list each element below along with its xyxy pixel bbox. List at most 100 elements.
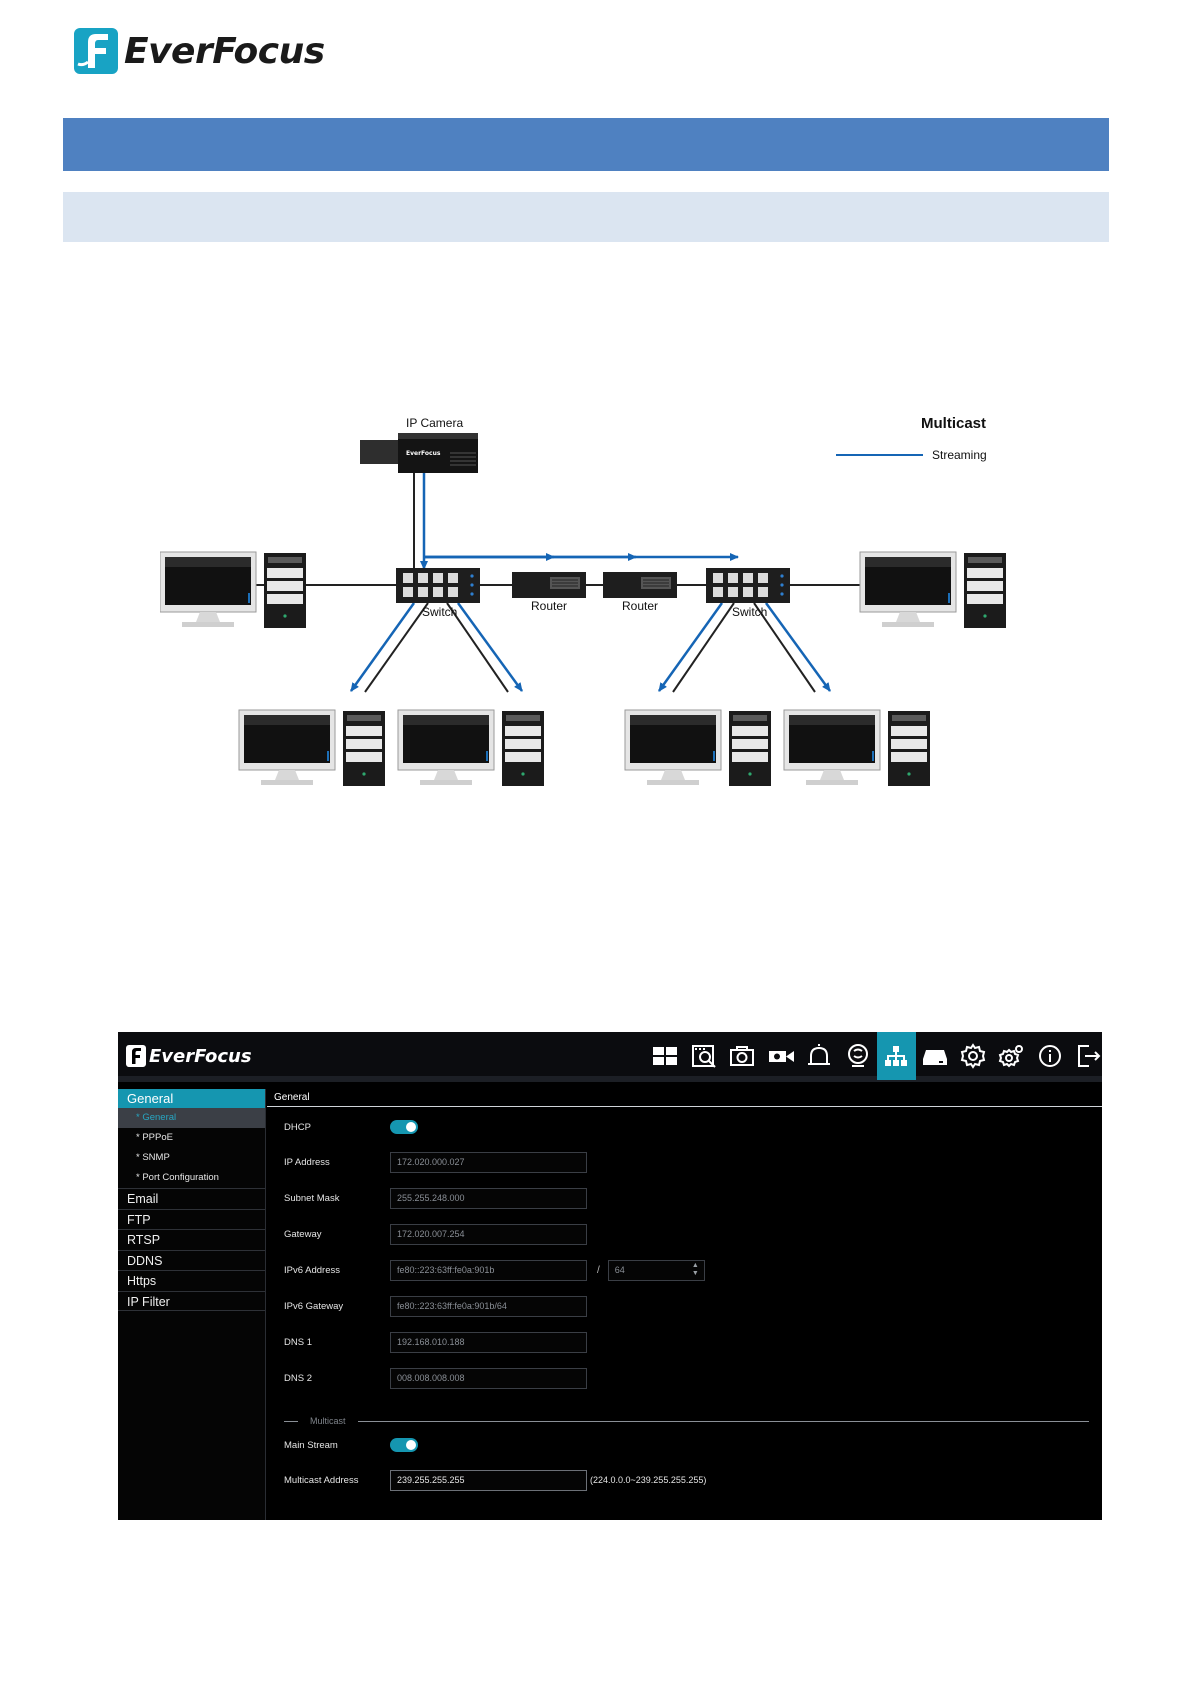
router-left-icon	[512, 572, 586, 598]
ipv6-prefix-stepper[interactable]: 64 ▲▼	[607, 1259, 705, 1281]
router-right-icon	[603, 572, 677, 598]
computer-icon	[397, 709, 545, 787]
computer-icon	[783, 709, 931, 787]
sidebar-item-ip-filter[interactable]: IP Filter	[118, 1290, 265, 1311]
record-icon	[768, 1051, 794, 1062]
alarm-button[interactable]	[800, 1032, 839, 1080]
smart-analytics-button[interactable]	[839, 1032, 878, 1080]
sidebar-sub-snmp[interactable]: * SNMP	[136, 1152, 170, 1163]
switch-right-icon	[706, 568, 790, 603]
multicast-address-label: Multicast Address	[284, 1474, 359, 1486]
computer-icon	[238, 709, 386, 787]
switch-left-icon	[396, 568, 480, 603]
switch-right-label: Switch	[732, 605, 767, 619]
storage-icon	[922, 1050, 947, 1065]
gateway-field[interactable]: 172.020.007.254	[390, 1223, 587, 1245]
nvr-logo: EverFocus	[126, 1045, 252, 1067]
network-button[interactable]	[877, 1032, 916, 1080]
subnet-mask-field[interactable]: 255.255.248.000	[390, 1187, 587, 1209]
router-left-label: Router	[531, 599, 567, 613]
section-title-band	[63, 118, 1109, 171]
content-title: General	[267, 1089, 1102, 1107]
multicast-section-title: Multicast	[310, 1416, 346, 1426]
stepper-arrows-icon[interactable]: ▲▼	[691, 1261, 699, 1277]
nvr-logo-text: EverFocus	[149, 1045, 252, 1067]
dhcp-toggle[interactable]	[390, 1120, 418, 1134]
sidebar-item-general[interactable]: General	[118, 1089, 265, 1108]
computer-icon	[859, 551, 1007, 629]
ipv6-gateway-field[interactable]: fe80::223:63ff:fe0a:901b/64	[390, 1295, 587, 1317]
info-button[interactable]	[1031, 1032, 1070, 1080]
dns2-field[interactable]: 008.008.008.008	[390, 1367, 587, 1389]
settings-icon	[961, 1043, 986, 1069]
multicast-section-divider: Multicast	[284, 1414, 1089, 1428]
multicast-network-diagram: Multicast Streaming IP Camera EverFocus	[160, 415, 1007, 787]
live-view-grid-icon	[653, 1047, 678, 1065]
gateway-label: Gateway	[284, 1228, 322, 1240]
camera-icon	[730, 1046, 755, 1066]
main-stream-label: Main Stream	[284, 1439, 338, 1451]
dns2-label: DNS 2	[284, 1372, 312, 1384]
dns1-row: DNS 1 192.168.010.188	[284, 1331, 587, 1353]
everfocus-logo-icon	[74, 28, 118, 74]
ipv6-address-field[interactable]: fe80::223:63ff:fe0a:901b	[390, 1259, 587, 1281]
ipv6-gateway-row: IPv6 Gateway fe80::223:63ff:fe0a:901b/64	[284, 1295, 587, 1317]
multicast-address-row: Multicast Address 239.255.255.255 (224.0…	[284, 1469, 706, 1491]
logout-icon	[1077, 1045, 1101, 1067]
sidebar-item-email[interactable]: Email	[118, 1188, 265, 1209]
general-settings-panel: General DHCP IP Address 172.020.000.027 …	[267, 1089, 1102, 1520]
advanced-settings-icon	[998, 1045, 1023, 1068]
switch-left-label: Switch	[422, 605, 457, 619]
ipv6-prefix-field[interactable]: 64	[607, 1259, 705, 1281]
main-stream-toggle[interactable]	[390, 1438, 418, 1452]
computer-icon	[624, 709, 772, 787]
settings-button[interactable]	[954, 1032, 993, 1080]
dns1-label: DNS 1	[284, 1336, 312, 1348]
record-button[interactable]	[762, 1032, 801, 1080]
logo-text: EverFocus	[124, 30, 325, 72]
multicast-address-range-hint: (224.0.0.0~239.255.255.255)	[590, 1475, 707, 1485]
subnet-mask-row: Subnet Mask 255.255.248.000	[284, 1187, 587, 1209]
dhcp-row: DHCP	[284, 1116, 418, 1138]
subnet-mask-label: Subnet Mask	[284, 1192, 340, 1204]
nvr-toolbar	[646, 1032, 1102, 1082]
camera-button[interactable]	[723, 1032, 762, 1080]
ipv6-prefix-separator: /	[597, 1264, 600, 1276]
ipv6-address-row: IPv6 Address fe80::223:63ff:fe0a:901b / …	[284, 1259, 705, 1281]
camera-brand: EverFocus	[406, 450, 441, 457]
sidebar-sub-pppoe[interactable]: * PPPoE	[136, 1132, 173, 1143]
sidebar-sub-port-configuration[interactable]: * Port Configuration	[136, 1172, 219, 1183]
camera-label: IP Camera	[406, 416, 463, 430]
main-stream-row: Main Stream	[284, 1434, 418, 1456]
gateway-row: Gateway 172.020.007.254	[284, 1223, 587, 1245]
sidebar-item-ddns[interactable]: DDNS	[118, 1249, 265, 1271]
sidebar-item-ftp[interactable]: FTP	[118, 1208, 265, 1230]
everfocus-logo-icon	[126, 1045, 146, 1067]
network-icon	[885, 1046, 908, 1066]
dhcp-label: DHCP	[284, 1121, 311, 1133]
info-icon	[1039, 1045, 1062, 1067]
smart-analytics-icon	[847, 1044, 868, 1067]
ip-camera-icon: EverFocus	[360, 433, 478, 473]
legend-title: Multicast	[921, 415, 986, 432]
live-view-button[interactable]	[646, 1032, 685, 1080]
subsection-title-band	[63, 192, 1109, 242]
logout-button[interactable]	[1070, 1032, 1103, 1080]
ipv6-gateway-label: IPv6 Gateway	[284, 1300, 344, 1312]
legend-item: Streaming	[932, 448, 987, 462]
ip-address-row: IP Address 172.020.000.027	[284, 1151, 587, 1173]
nvr-top-bar: EverFocus	[118, 1032, 1102, 1082]
router-right-label: Router	[622, 599, 658, 613]
storage-button[interactable]	[916, 1032, 955, 1080]
ip-address-field[interactable]: 172.020.000.027	[390, 1151, 587, 1173]
advanced-settings-button[interactable]	[993, 1032, 1032, 1080]
playback-button[interactable]	[685, 1032, 724, 1080]
sidebar-item-rtsp[interactable]: RTSP	[118, 1229, 265, 1250]
playback-icon	[691, 1045, 716, 1068]
sidebar-item-https[interactable]: Https	[118, 1270, 265, 1291]
multicast-address-field[interactable]: 239.255.255.255	[390, 1469, 587, 1491]
dns1-field[interactable]: 192.168.010.188	[390, 1331, 587, 1353]
ipv6-address-label: IPv6 Address	[284, 1264, 340, 1276]
ip-address-label: IP Address	[284, 1156, 330, 1168]
sidebar-sub-general[interactable]: * General	[118, 1108, 265, 1128]
